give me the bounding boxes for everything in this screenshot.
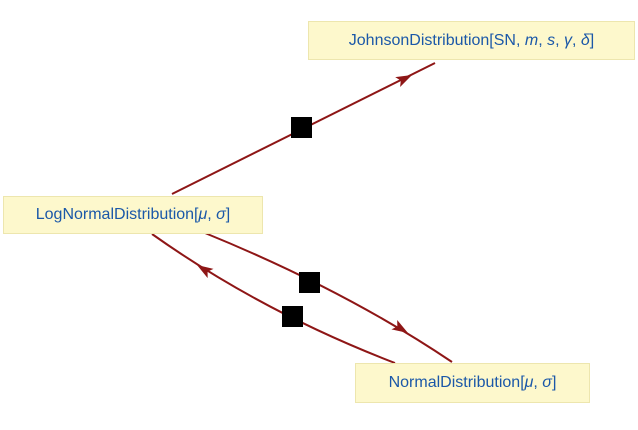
- edge-marker-square-lognormal-normal[interactable]: [299, 272, 320, 293]
- arrowhead-normal-to-lognormal: [197, 265, 214, 279]
- node-lognormal-distribution[interactable]: LogNormalDistribution[μ, σ]: [3, 196, 263, 234]
- edge-marker-square-lognormal-johnson[interactable]: [291, 117, 312, 138]
- arrowhead-lognormal-to-normal: [391, 319, 408, 333]
- node-normal-distribution[interactable]: NormalDistribution[μ, σ]: [355, 363, 590, 403]
- edge-normal-to-lognormal: [151, 233, 396, 364]
- edge-marker-square-normal-lognormal[interactable]: [282, 306, 303, 327]
- node-johnson-label: JohnsonDistribution[SN, m, s, γ, δ]: [348, 31, 595, 49]
- node-normal-label: NormalDistribution[μ, σ]: [388, 374, 557, 391]
- arrowhead-lognormal-to-johnson: [395, 75, 412, 88]
- edge-lognormal-to-normal: [204, 232, 453, 363]
- node-johnson-distribution[interactable]: JohnsonDistribution[SN, m, s, γ, δ]: [308, 21, 635, 60]
- node-lognormal-label: LogNormalDistribution[μ, σ]: [35, 206, 231, 223]
